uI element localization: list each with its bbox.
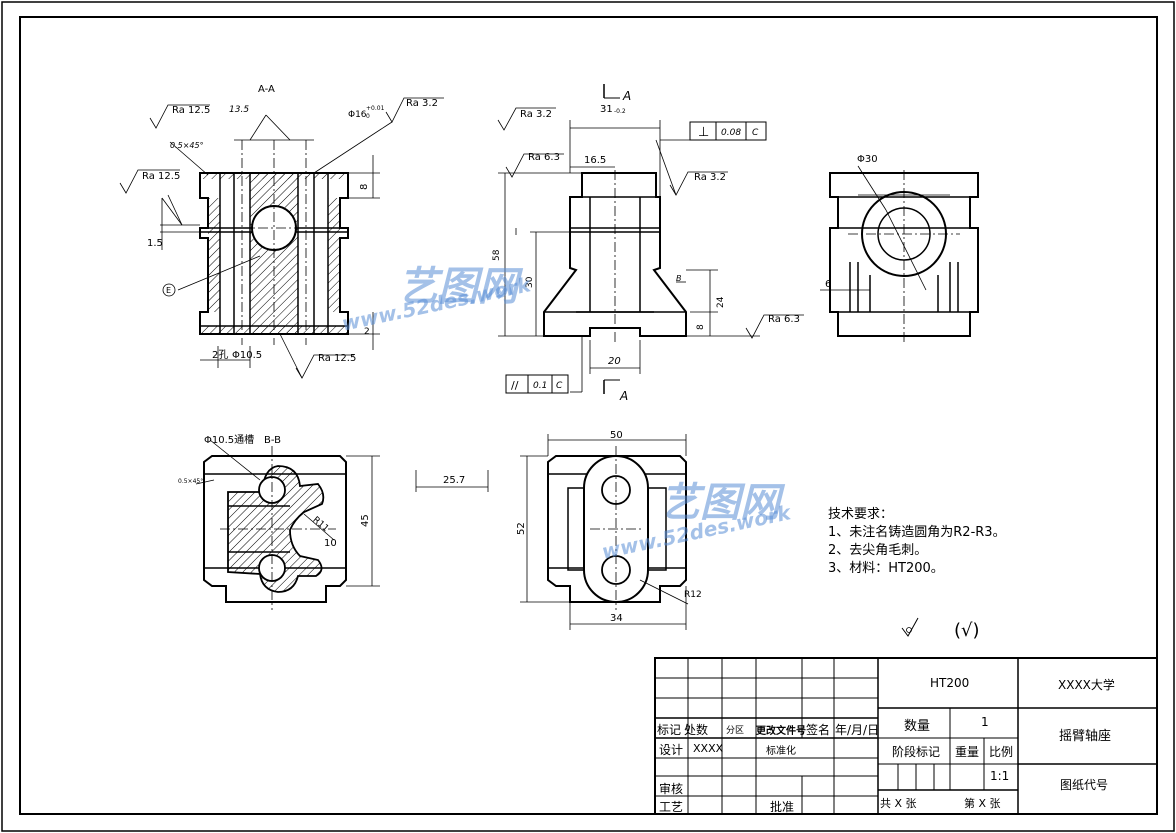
dim-45: 45 (360, 514, 371, 527)
dim-16-5: 16.5 (584, 155, 606, 166)
dim-25-7-group (415, 470, 489, 492)
tb-total-sheets: 共 X 张 (880, 797, 917, 810)
view-arrow-a-bottom: A (619, 389, 628, 403)
top-view (520, 434, 689, 630)
tb-change-doc: 更改文件号 (756, 726, 806, 737)
tb-process: 工艺 (659, 800, 684, 814)
dim-1-5: 1.5 (147, 238, 163, 249)
dim-ra12-5-aa-top: Ra 12.5 (172, 105, 210, 116)
tb-signature: 签名 (806, 723, 831, 737)
dim-ra12-5-aa-left: Ra 12.5 (142, 171, 180, 182)
tb-design: 设计 (659, 743, 684, 757)
tb-material: HT200 (930, 676, 970, 690)
tol-par-symbol: // (511, 379, 519, 392)
dim-chamfer: 0.5×45° (170, 141, 204, 150)
dim-ra6-3-front-right: Ra 6.3 (768, 314, 800, 325)
section-aa-label: A-A (258, 84, 275, 95)
dim-phi16: Φ16 (348, 110, 367, 120)
dim-chamfer-small: 0.5×45° (178, 478, 203, 485)
dim-34: 34 (610, 613, 623, 624)
dim-6: 6 (825, 279, 831, 290)
tol-perp-value: 0.08 (721, 128, 741, 138)
dim-8-aa: 8 (359, 184, 370, 190)
dim-52: 52 (516, 522, 527, 535)
notes-title: 技术要求： (828, 507, 894, 522)
tb-part-name: 摇臂轴座 (1059, 729, 1112, 744)
dim-phi10-5: Φ10.5 (232, 350, 262, 361)
dim-8-front: 8 (696, 324, 706, 330)
dim-r12: R12 (684, 590, 702, 600)
section-view-bb: B-B (195, 435, 380, 610)
tol-perp-symbol: ⊥ (698, 125, 709, 140)
tol-par-value: 0.1 (533, 381, 547, 391)
tb-qty-label: 数量 (904, 719, 931, 734)
default-roughness-symbol (901, 617, 919, 637)
dim-58: 58 (492, 249, 502, 261)
view-arrow-a-top: A (622, 89, 631, 103)
dim-20: 20 (608, 356, 621, 367)
tb-mark: 标记 (657, 723, 682, 737)
dim-13-5: 13.5 (229, 105, 249, 115)
label-e: E (166, 286, 171, 295)
tb-approve: 批准 (770, 800, 795, 814)
dim-24: 24 (716, 296, 726, 308)
dim-10: 10 (324, 538, 337, 549)
tb-sheet-no: 第 X 张 (964, 797, 1001, 810)
tb-review: 审核 (659, 782, 684, 796)
notes-line-3: 3、材料：HT200。 (828, 561, 944, 576)
tb-count: 处数 (684, 723, 709, 737)
dim-2-aa: 2 (364, 327, 370, 337)
dim-phi10-5-through: Φ10.5通槽 (204, 433, 254, 446)
tol-par-ref: C (556, 381, 563, 391)
dim-r11: R11 (310, 515, 330, 534)
watermark-brand-1: 艺图网 (398, 264, 518, 310)
dim-2hole: 2孔 (212, 349, 228, 361)
dim-25-7: 25.7 (443, 475, 465, 486)
side-view (820, 165, 979, 345)
section-bb-label: B-B (264, 435, 281, 446)
dim-ra6-3-front-top: Ra 6.3 (528, 152, 560, 163)
tb-designer: XXXX (693, 742, 724, 755)
tb-drawing-code: 图纸代号 (1060, 778, 1109, 792)
tb-stage-label: 阶段标记 (892, 745, 941, 759)
notes-line-1: 1、未注名铸造圆角为R2-R3。 (828, 525, 1006, 540)
dim-31-tol: -0.2 (614, 108, 626, 115)
tb-zone: 分区 (726, 726, 745, 736)
watermark-brand-2: 艺图网 (660, 480, 780, 526)
tb-scale-value: 1:1 (990, 769, 1010, 783)
roughness-paren-symbol: (√) (954, 620, 980, 641)
dim-ra12-5-aa-bottom: Ra 12.5 (318, 353, 356, 364)
technical-notes: 技术要求： 1、未注名铸造圆角为R2-R3。 2、去尖角毛刺。 3、材料：HT2… (828, 506, 1006, 578)
notes-line-2: 2、去尖角毛刺。 (828, 543, 928, 558)
title-block-grid (654, 657, 1158, 815)
tb-date: 年/月/日 (835, 723, 880, 737)
dim-50: 50 (610, 430, 623, 441)
dim-31: 31 (600, 104, 613, 115)
dim-ra3-2-front-left: Ra 3.2 (520, 109, 552, 120)
tb-weight-label: 重量 (955, 745, 980, 759)
tb-scale-label: 比例 (989, 745, 1014, 759)
tb-qty-value: 1 (981, 715, 989, 729)
dim-ra3-2-aa: Ra 3.2 (406, 98, 438, 109)
dim-phi16-tol2: 0 (366, 113, 370, 120)
tol-perp-ref: C (752, 128, 759, 138)
dim-phi30: Φ30 (857, 154, 878, 165)
dim-ra3-2-front-right: Ra 3.2 (694, 172, 726, 183)
tb-school: XXXX大学 (1058, 678, 1115, 692)
dim-30: 30 (525, 276, 535, 288)
inner-frame (19, 16, 1158, 815)
dim-phi16-tol: +0.01 (366, 105, 385, 112)
front-view (497, 84, 804, 394)
tb-standardize: 标准化 (766, 746, 796, 757)
label-b: B (676, 274, 682, 283)
section-view-aa: A-A (119, 84, 444, 379)
